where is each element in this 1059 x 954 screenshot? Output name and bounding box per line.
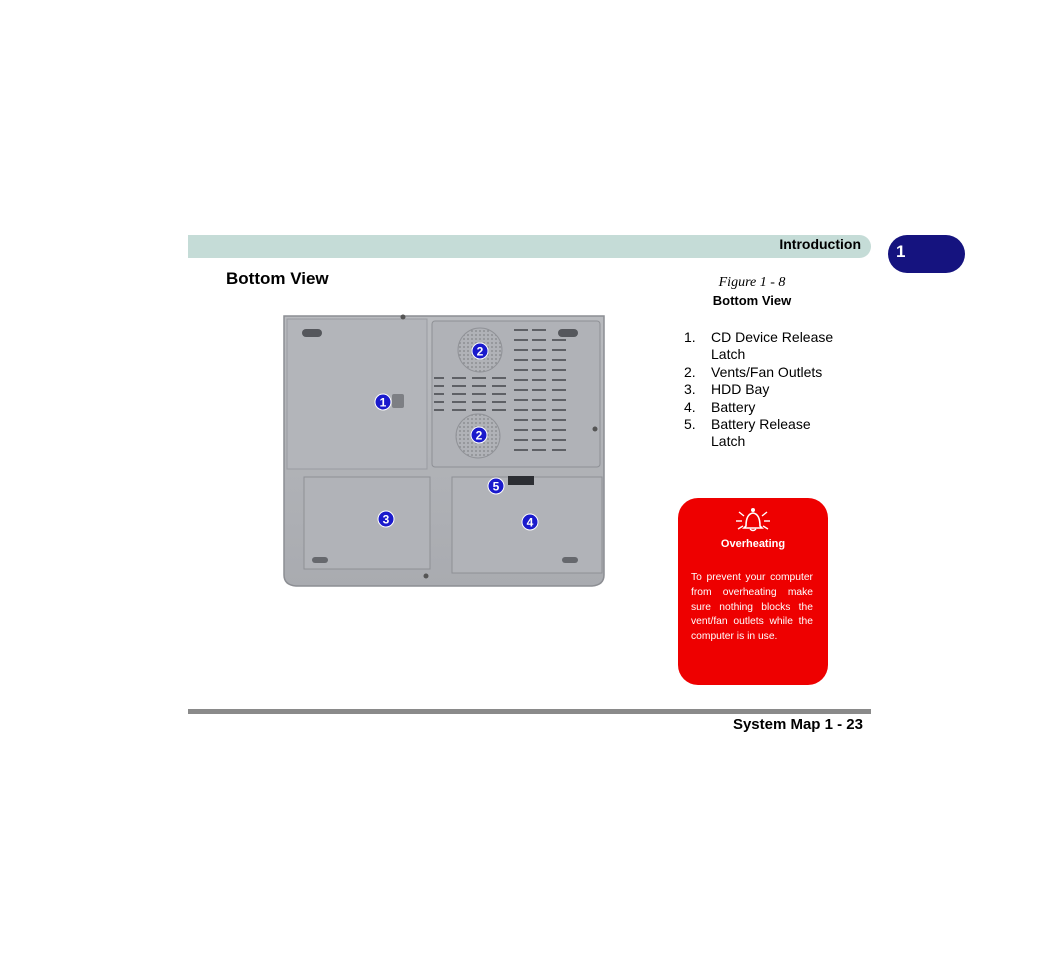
legend-item: 4. Battery [684,399,834,416]
legend-label: Vents/Fan Outlets [711,364,822,380]
svg-text:4: 4 [527,516,534,530]
legend-label: Battery [711,399,755,415]
legend-item: 2. Vents/Fan Outlets [684,364,834,381]
header-bar: Introduction [188,235,871,258]
callout-4: 4 [522,514,538,530]
legend-number: 5. [684,416,696,433]
legend-number: 3. [684,381,696,398]
svg-text:2: 2 [477,345,484,359]
laptop-bottom-view-image: 1 2 2 3 4 5 [282,313,612,591]
warning-title: Overheating [678,538,828,550]
callout-2-bottom: 2 [471,427,487,443]
legend-number: 1. [684,329,696,346]
figure-title: Bottom View [680,293,824,308]
legend-label: Battery Release Latch [711,416,811,449]
callout-5: 5 [488,478,504,494]
svg-text:2: 2 [476,429,483,443]
legend-item: 1. CD Device Release Latch [684,329,834,364]
legend-number: 2. [684,364,696,381]
callout-3: 3 [378,511,394,527]
legend-item: 5. Battery Release Latch [684,416,834,451]
chapter-tab[interactable]: 1 [888,235,965,273]
svg-text:5: 5 [493,480,500,494]
warning-text: To prevent your computer from overheatin… [691,571,813,645]
legend-label: HDD Bay [711,381,769,397]
svg-text:1: 1 [380,396,387,410]
legend-label: CD Device Release Latch [711,329,833,362]
legend-item: 3. HDD Bay [684,381,834,398]
footer-rule [188,709,871,714]
svg-text:3: 3 [383,513,390,527]
overheating-warning-box: Overheating To prevent your computer fro… [678,498,828,685]
figure-caption: Figure 1 - 8 [680,275,824,291]
chapter-tab-number: 1 [896,242,905,262]
header-title: Introduction [779,236,861,252]
footer-page-label: System Map 1 - 23 [733,716,863,733]
figure-legend: 1. CD Device Release Latch 2. Vents/Fan Ou… [684,329,834,451]
legend-number: 4. [684,399,696,416]
callout-2-top: 2 [472,343,488,359]
overheating-bell-icon [733,504,773,534]
section-title: Bottom View [226,269,329,289]
callout-1: 1 [375,394,391,410]
